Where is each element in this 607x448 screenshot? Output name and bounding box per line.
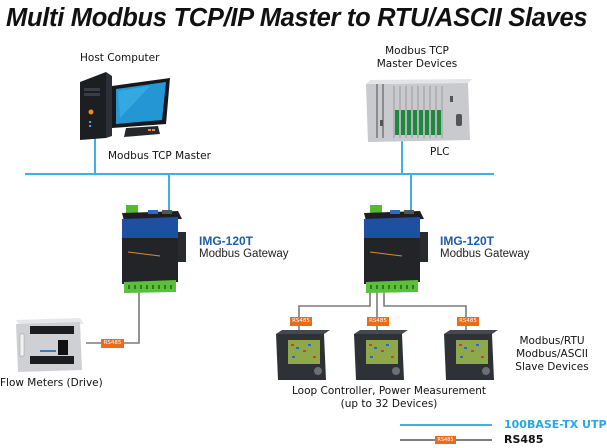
plc-rack-icon[interactable] [366, 79, 472, 142]
diagram-title: Multi Modbus TCP/IP Master to RTU/ASCII … [6, 4, 588, 32]
desktop-computer-icon[interactable] [80, 72, 170, 140]
gateway1-to-flowmeter [86, 289, 140, 344]
gateway2-desc: Modbus Gateway [440, 248, 530, 260]
slave-devices-label: Loop Controller, Power Measurement (up t… [264, 385, 514, 411]
legend-utp-label: 100BASE-TX UTP [504, 418, 607, 431]
rs485-tag-slave-1: RS485 [290, 317, 312, 326]
modbus-tcp-master-label: Modbus TCP Master [108, 150, 211, 162]
utp-links [25, 138, 494, 212]
plc-label-line2: Master Devices [376, 58, 458, 70]
gateway2-to-slave1 [298, 288, 371, 336]
slave-protocol-line1: Modbus/RTU [519, 335, 585, 347]
gateway1-desc: Modbus Gateway [199, 248, 289, 260]
slave-protocol-label: Modbus/RTU Modbus/ASCII Slave Devices [508, 335, 596, 374]
slaves-label-line1: Loop Controller, Power Measurement [291, 385, 486, 397]
host-computer-label: Host Computer [80, 52, 160, 64]
flow-meter-drive-icon[interactable] [16, 318, 84, 372]
loop-controller-icon-2[interactable] [354, 330, 408, 380]
slaves-label-line2: (up to 32 Devices) [340, 398, 438, 410]
flow-meters-label: Flow Meters (Drive) [0, 377, 103, 389]
rs485-links [86, 288, 467, 344]
legend-rs485-tag: RS485 [435, 436, 456, 444]
plc-io-modules [395, 110, 441, 135]
gateway1-label: IMG-120T Modbus Gateway [199, 234, 289, 260]
legend: 100BASE-TX UTP RS485 RS485 [400, 416, 607, 448]
plc-label-line1: Modbus TCP [385, 45, 449, 57]
gateway2-label: IMG-120T Modbus Gateway [440, 234, 530, 260]
gateway2-to-slave3 [383, 288, 467, 336]
slave-protocol-line2: Modbus/ASCII [516, 348, 588, 360]
slave-protocol-line3: Slave Devices [515, 361, 589, 373]
loop-controller-icon-3[interactable] [444, 330, 498, 380]
legend-rs485-label: RS485 [504, 433, 544, 446]
gateway2-model: IMG-120T [440, 234, 495, 248]
gateway1-model: IMG-120T [199, 234, 254, 248]
rs485-tag-slave-2: RS485 [367, 317, 389, 326]
plc-master-devices-label: Modbus TCP Master Devices [362, 45, 472, 71]
rs485-tag-slave-3: RS485 [457, 317, 479, 326]
modbus-gateway-icon-1[interactable] [122, 205, 186, 293]
modbus-gateway-icon-2[interactable] [364, 205, 428, 293]
loop-controller-icon-1[interactable] [276, 330, 330, 380]
rs485-tag-flowmeter: RS485 [101, 339, 124, 348]
plc-name-label: PLC [430, 146, 450, 158]
